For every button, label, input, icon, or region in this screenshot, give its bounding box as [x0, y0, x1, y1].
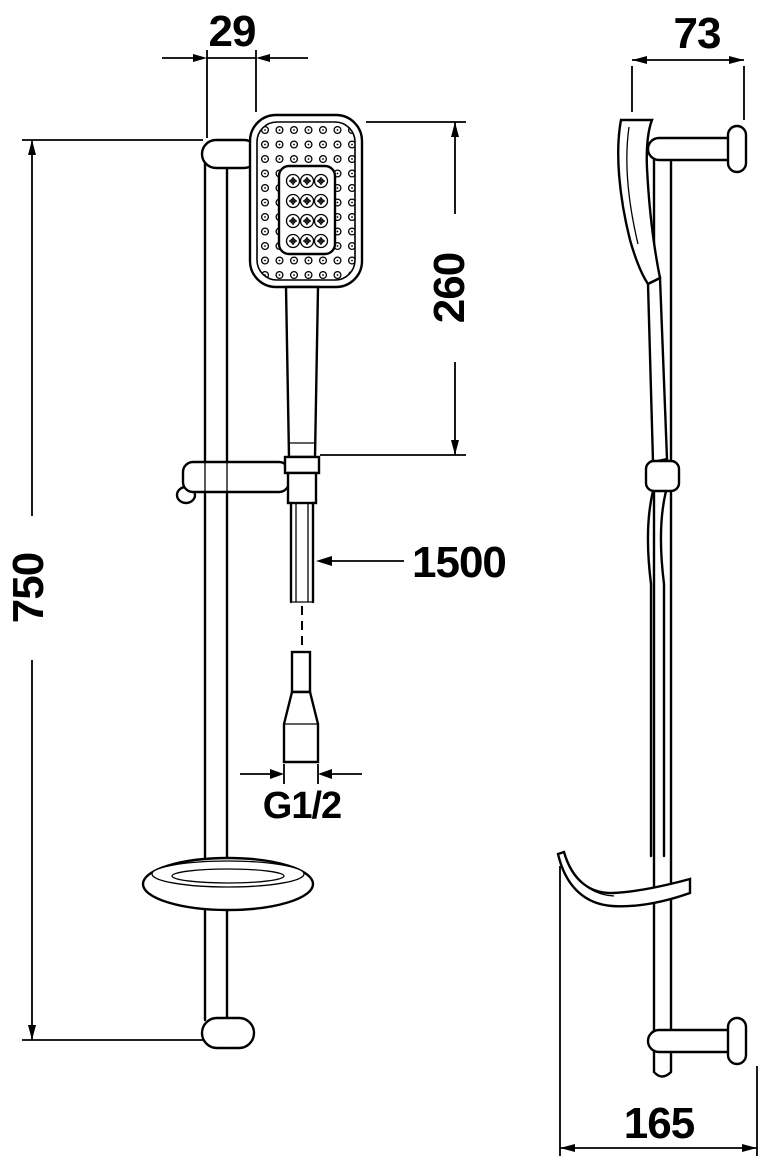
dim-label-head-depth: 73: [674, 9, 721, 58]
arrowhead: [28, 1025, 36, 1040]
arrowhead: [451, 122, 459, 137]
slider-holder-side: [644, 459, 681, 493]
dimension-base-depth: 165: [559, 866, 758, 1156]
wall-mount-bottom: [200, 1016, 256, 1050]
hose-side: [646, 489, 668, 858]
shower-handle: [284, 285, 320, 459]
dimension-head-depth: 73: [631, 9, 745, 120]
dimension-head-length: 260: [320, 121, 474, 456]
dimension-rail-offset: 29: [162, 7, 308, 138]
shower-head-face: [248, 113, 364, 289]
hose-connector: [283, 455, 321, 505]
dim-label-base-depth: 165: [624, 1099, 695, 1148]
arrowhead: [270, 769, 284, 779]
dim-label-bar-height: 750: [4, 553, 53, 623]
dim-label-head-length: 260: [425, 253, 474, 323]
arrowhead: [560, 1144, 575, 1152]
dimension-hose-length: 1500: [316, 538, 507, 587]
top-bracket-arm: [646, 136, 742, 162]
bottom-wall-flange: [726, 1016, 748, 1066]
slide-rail-side: [652, 144, 673, 1078]
arrowhead: [729, 56, 744, 64]
arrowhead: [742, 1144, 757, 1152]
arrowhead: [316, 556, 332, 566]
dimension-bar-height: 750: [4, 139, 203, 1041]
dim-label-hose-length: 1500: [412, 538, 506, 587]
side-view: 73 165: [556, 9, 758, 1156]
arrowhead: [256, 54, 270, 62]
dimension-thread-size: G1/2: [240, 764, 362, 827]
bottom-bracket-arm: [646, 1028, 742, 1054]
arrowhead: [451, 440, 459, 455]
shower-hose: [289, 501, 315, 648]
handle-side: [646, 276, 669, 464]
thread-fitting: [282, 650, 320, 764]
front-view: 29 260 750 1500 G1/2: [4, 7, 507, 1050]
arrowhead: [193, 54, 207, 62]
soap-dish-side: [556, 850, 692, 908]
slider-holder: [175, 460, 291, 505]
arrowhead: [632, 56, 647, 64]
dim-label-rail-offset: 29: [209, 7, 256, 56]
soap-dish: [141, 856, 315, 912]
top-wall-flange: [726, 124, 748, 174]
arrowhead: [318, 769, 332, 779]
dim-label-thread-size: G1/2: [263, 785, 341, 827]
arrowhead: [28, 140, 36, 155]
